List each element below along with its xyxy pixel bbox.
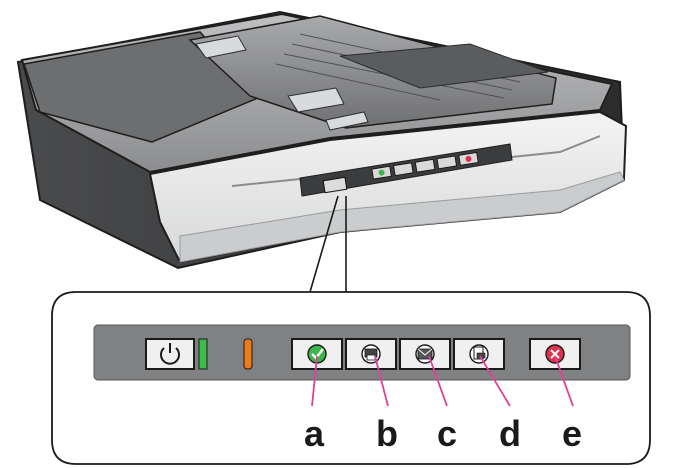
scanner-illustration [18, 12, 626, 268]
label-e: e [562, 413, 582, 454]
scan-to-pdf-button[interactable] [454, 339, 504, 369]
power-button[interactable] [146, 339, 194, 369]
stop-icon [546, 345, 564, 363]
power-led [199, 339, 207, 369]
status-led [244, 339, 252, 369]
label-a: a [304, 413, 325, 454]
label-d: d [499, 413, 521, 454]
scan-to-email-button[interactable] [400, 339, 450, 369]
pdf-icon [470, 345, 488, 363]
copy-button[interactable] [346, 339, 396, 369]
label-b: b [376, 413, 398, 454]
printer-icon [362, 345, 380, 363]
cancel-button[interactable] [530, 339, 580, 369]
label-c: c [437, 413, 457, 454]
